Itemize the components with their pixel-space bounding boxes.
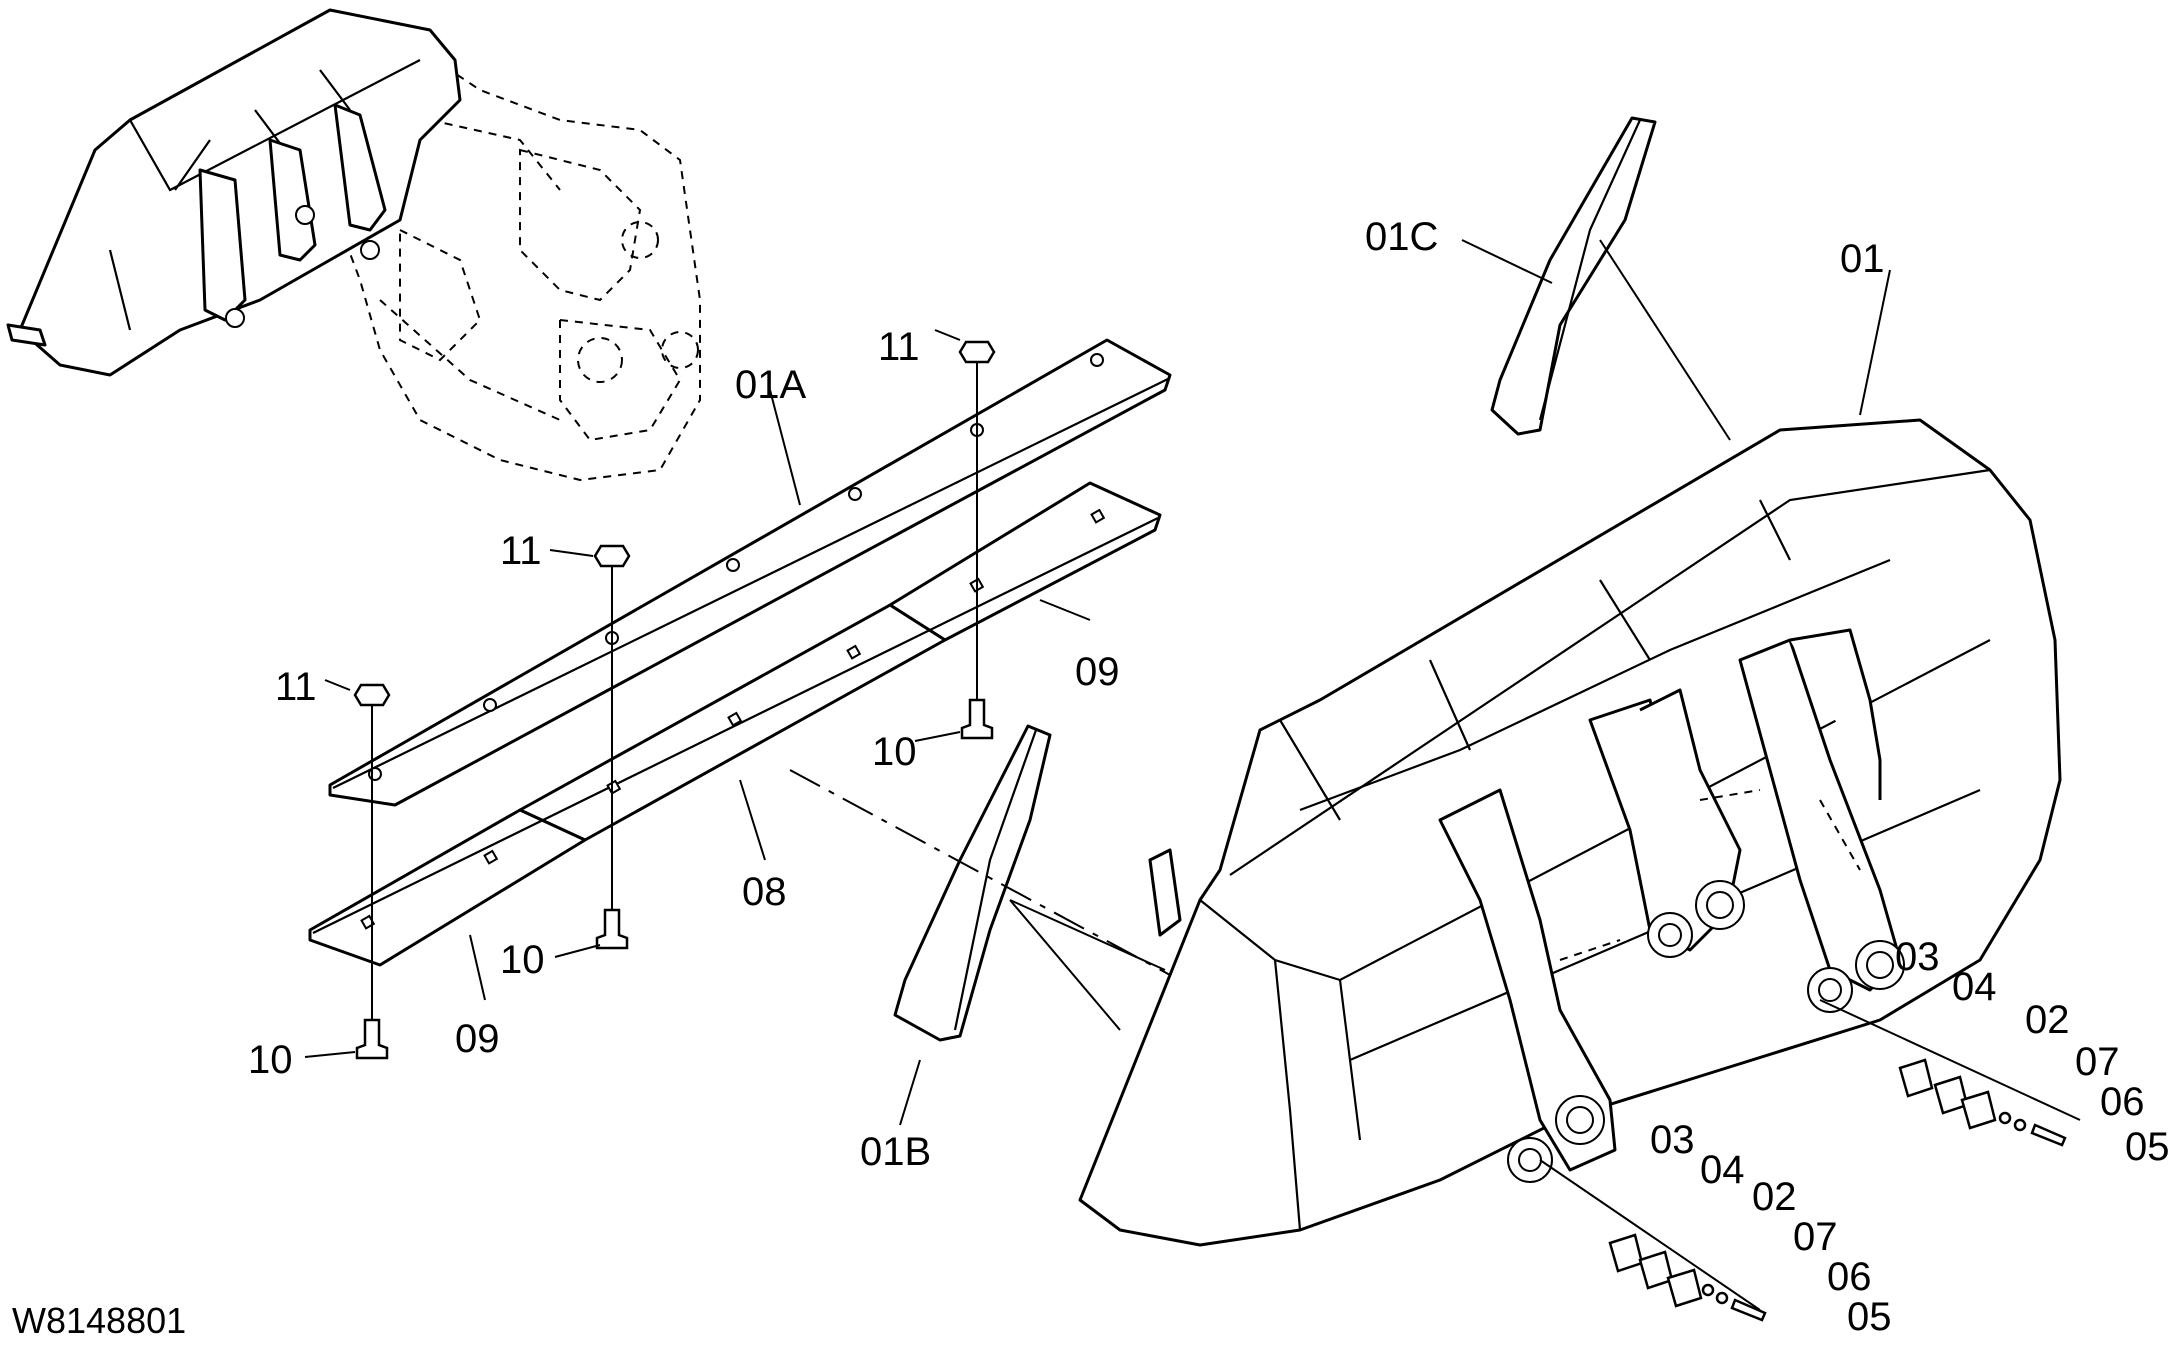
- washer-07-right: [1998, 1111, 2012, 1125]
- callout-11-top: 11: [878, 325, 920, 369]
- callout-06-right: 06: [2100, 1080, 2145, 1124]
- bolt-10-center: [595, 908, 629, 950]
- shim-stack-bottom: [1539, 1159, 1767, 1322]
- callout-09-lower: 09: [455, 1017, 500, 1061]
- figure-id: W8148801: [12, 1300, 186, 1341]
- callout-10-center: 10: [500, 938, 545, 982]
- callout-09-upper: 09: [1075, 650, 1120, 694]
- cutting-edge-01A: [328, 338, 1172, 807]
- callout-07-bottom: 07: [1793, 1215, 1838, 1259]
- callout-10-left: 10: [248, 1038, 293, 1082]
- shim-03-right: [1898, 1058, 1934, 1098]
- callout-04-bottom: 04: [1700, 1148, 1745, 1192]
- callout-03-bottom: 03: [1650, 1118, 1695, 1162]
- bolt-10-right: [960, 698, 994, 740]
- nut-11-right: [958, 340, 996, 364]
- end-bit-09-lower: [308, 808, 587, 967]
- nut-11-center: [593, 544, 631, 568]
- callout-08: 08: [742, 870, 787, 914]
- callout-11-left: 11: [275, 665, 317, 709]
- callout-07-right: 07: [2075, 1040, 2120, 1084]
- inset-bucket: [6, 8, 462, 377]
- bolt-05-right: [2030, 1123, 2067, 1147]
- callout-05-bottom: 05: [1847, 1295, 1892, 1339]
- bolt-10-left: [355, 1018, 389, 1060]
- callout-02-right: 02: [2025, 998, 2070, 1042]
- shim-03-bottom: [1608, 1233, 1644, 1273]
- wear-strip-assembly: [308, 481, 1162, 967]
- callout-06-bottom: 06: [1827, 1255, 1872, 1299]
- nut-11-left: [353, 683, 391, 707]
- callout-04-right: 04: [1952, 965, 1997, 1009]
- callout-11-middle: 11: [500, 529, 542, 573]
- shim-stack-right: [1819, 999, 2081, 1147]
- callout-03-right: 03: [1895, 935, 1940, 979]
- callout-01C: 01C: [1365, 215, 1438, 259]
- shim-04-bottom: [1638, 1250, 1674, 1290]
- callout-10-right: 10: [872, 730, 917, 774]
- callout-01A: 01A: [735, 363, 806, 407]
- inset-loader-frame: [329, 48, 701, 482]
- callout-05-right: 05: [2125, 1125, 2170, 1169]
- callout-01B: 01B: [860, 1130, 931, 1174]
- washer-06-bottom: [1715, 1291, 1729, 1305]
- washer-06-right: [2013, 1118, 2027, 1132]
- shim-04-right: [1933, 1075, 1969, 1115]
- washer-07-bottom: [1701, 1283, 1715, 1297]
- shim-02-right: [1960, 1090, 1997, 1130]
- side-plate-01B: [893, 724, 1052, 1042]
- shim-02-bottom: [1666, 1268, 1703, 1308]
- inset-loader-view: [6, 8, 701, 482]
- bolt-05-bottom: [1730, 1298, 1767, 1322]
- side-plate-01C: [1490, 116, 1657, 436]
- callout-01: 01: [1840, 237, 1885, 281]
- callout-02-bottom: 02: [1752, 1175, 1797, 1219]
- bucket-side-edge: [1148, 848, 1182, 937]
- bucket-bracket-left: [1438, 788, 1617, 1172]
- bucket-assembly: [1078, 418, 2062, 1247]
